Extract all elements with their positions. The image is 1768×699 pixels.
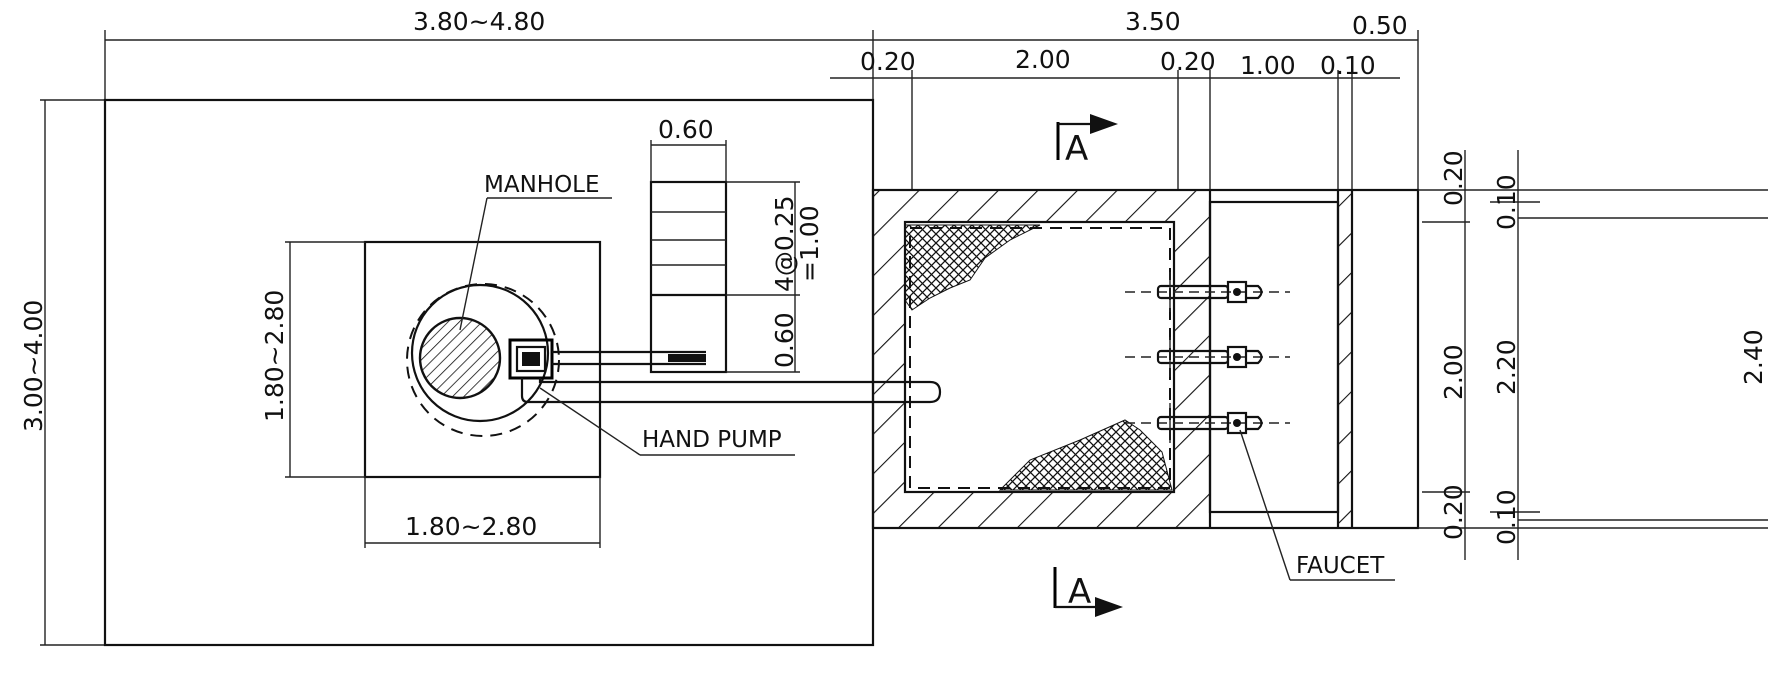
dim-seg-1-00: 1.00 xyxy=(1240,51,1296,80)
manhole-ring xyxy=(410,283,550,423)
dim-pad-width: 0.60 xyxy=(658,115,714,144)
manhole-label: MANHOLE xyxy=(484,172,600,198)
step-pad xyxy=(649,180,728,374)
dim-rungs: 4@0.25 xyxy=(770,195,799,292)
slab-outline xyxy=(363,240,602,479)
top-dimension-lines xyxy=(104,30,1419,190)
dim-right-0-10-top: 0.10 xyxy=(1492,174,1521,230)
gravel-bottom xyxy=(998,419,1173,491)
dim-right-2-40: 2.40 xyxy=(1739,329,1768,385)
manhole-outer-circle xyxy=(406,283,560,437)
dim-seg-0-20-b: 0.20 xyxy=(1160,47,1216,76)
dim-seg-0-10: 0.10 xyxy=(1320,51,1376,80)
faucet-1 xyxy=(1125,272,1290,312)
dim-right-0-20-bottom: 0.20 xyxy=(1439,484,1468,540)
faucet-label: FAUCET xyxy=(1296,553,1385,579)
manhole-cover xyxy=(418,316,502,400)
tank-walls xyxy=(873,190,1352,528)
right-dimension-lines xyxy=(1418,150,1768,560)
dim-top-end: 0.50 xyxy=(1352,11,1408,40)
dim-left-height: 3.00~4.00 xyxy=(19,300,48,432)
tank-outline xyxy=(871,188,1420,530)
dim-seg-0-20-a: 0.20 xyxy=(860,47,916,76)
dim-seg-2-00: 2.00 xyxy=(1015,45,1071,74)
dim-rungs-total: =1.00 xyxy=(795,205,824,282)
dim-right-2-20: 2.20 xyxy=(1492,339,1521,395)
section-label-top: A xyxy=(1065,129,1088,169)
dim-right-2-00: 2.00 xyxy=(1439,344,1468,400)
faucets xyxy=(1125,272,1290,443)
dim-right-0-10-bottom: 0.10 xyxy=(1492,489,1521,545)
dim-top-total-right: 3.50 xyxy=(1125,7,1181,36)
step-rungs xyxy=(651,211,726,297)
dim-right-0-20-top: 0.20 xyxy=(1439,150,1468,206)
hand-pump-body xyxy=(508,338,554,380)
hand-pump-label: HAND PUMP xyxy=(642,427,782,453)
gravel-top xyxy=(904,224,1041,311)
section-label-bottom: A xyxy=(1068,572,1091,612)
dim-top-total-left: 3.80~4.80 xyxy=(413,7,545,36)
left-dimension-lines xyxy=(40,99,105,646)
dim-slab-height: 1.80~2.80 xyxy=(260,290,289,422)
pump-pipe xyxy=(520,378,942,404)
faucet-3 xyxy=(1125,403,1290,443)
section-marker-top: A xyxy=(1056,114,1118,169)
dim-pad-lower: 0.60 xyxy=(770,312,799,368)
dim-slab-width: 1.80~2.80 xyxy=(405,512,537,541)
faucet-2 xyxy=(1125,337,1290,377)
section-marker-bottom: A xyxy=(1053,567,1123,617)
